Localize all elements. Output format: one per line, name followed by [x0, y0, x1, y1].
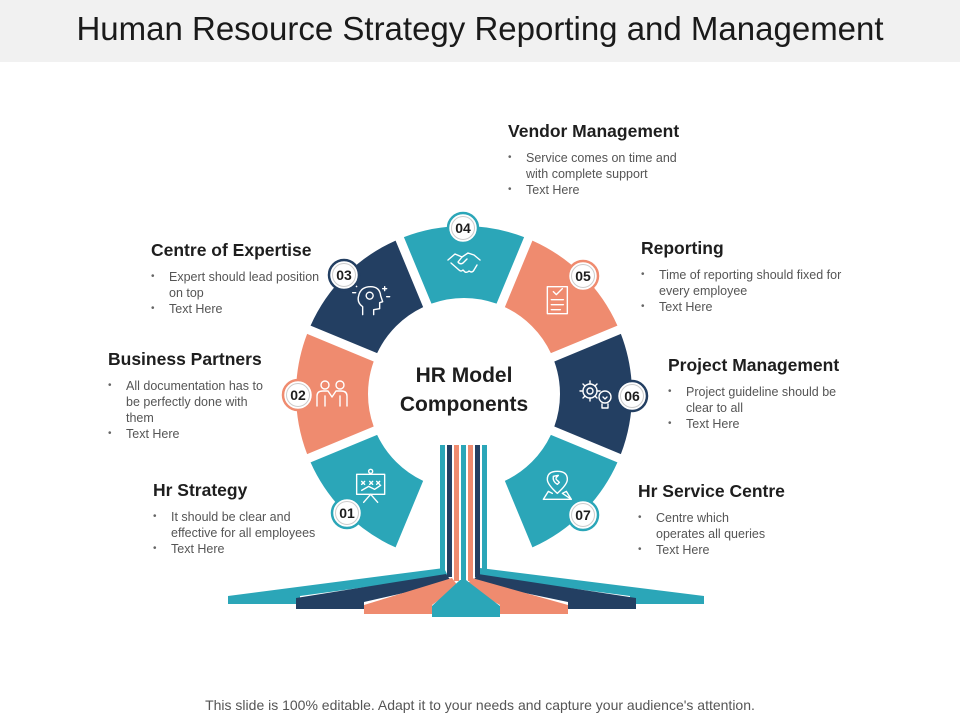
bullet-item: Text Here [668, 416, 844, 432]
slide-title: Human Resource Strategy Reporting and Ma… [76, 10, 884, 47]
stem-line [454, 445, 459, 581]
segment-04: 04 [403, 211, 525, 304]
number-badge-ring [620, 384, 644, 408]
number-badge-ring [335, 501, 359, 525]
center-layer: HR Model Components [400, 364, 528, 416]
report-document-icon [546, 285, 569, 315]
text-block-06: Project ManagementProject guideline shou… [668, 355, 918, 432]
stem-line [482, 445, 487, 573]
segment-06: 06 [554, 333, 649, 455]
number-badge [566, 259, 600, 293]
number-badge-ring [571, 264, 595, 288]
bullet-item: Expert should lead position on top [151, 269, 322, 301]
number-badge [615, 379, 649, 413]
base-teal-left [228, 568, 448, 604]
bullet-item: Text Here [641, 299, 842, 315]
bullet-item: It should be clear and effective for all… [153, 509, 329, 541]
bullet-list: Service comes on time and with complete … [508, 150, 694, 198]
text-block-04: Vendor ManagementService comes on time a… [508, 121, 758, 198]
number-badge-ring [332, 263, 356, 287]
segment-02: 02 [281, 333, 374, 455]
bullet-item: Centre which operates all queries [638, 510, 774, 542]
segment-shape [504, 240, 618, 354]
bullet-item: Text Here [638, 542, 774, 558]
bullet-item: Service comes on time and with complete … [508, 150, 694, 182]
segment-05: 05 [504, 240, 618, 354]
block-heading: Hr Strategy [153, 480, 248, 500]
bullet-item: All documentation has to be perfectly do… [108, 378, 269, 426]
number-badge [327, 258, 361, 292]
stem-line [468, 445, 473, 581]
segment-03: 03 [310, 240, 424, 354]
number-badge [446, 211, 480, 245]
block-heading: Vendor Management [508, 121, 680, 141]
segment-shape [296, 333, 374, 455]
block-heading: Reporting [641, 238, 724, 258]
gears-bulb-icon [579, 380, 612, 409]
number-badge-ring [451, 216, 475, 240]
base-teal-center [432, 580, 500, 617]
text-block-03: Centre of ExpertiseExpert should lead po… [151, 240, 401, 317]
block-heading: Hr Service Centre [638, 481, 785, 501]
bullet-list: Centre which operates all queriesText He… [638, 510, 774, 558]
center-label-line2: Components [400, 393, 528, 416]
base-teal-right [476, 568, 704, 604]
bullet-item: Time of reporting should fixed for every… [641, 267, 842, 299]
block-heading: Business Partners [108, 349, 262, 369]
center-label-line1: HR Model [416, 364, 513, 387]
segment-shape [403, 226, 525, 304]
number-badge-label: 07 [575, 507, 591, 523]
bullet-list: It should be clear and effective for all… [153, 509, 329, 557]
number-badge-label: 06 [624, 388, 640, 404]
bullet-list: All documentation has to be perfectly do… [108, 378, 269, 442]
text-block-01: Hr Strategy It should be clear and effect… [153, 480, 403, 557]
segment-shape [310, 434, 424, 548]
bullet-item: Text Here [108, 426, 269, 442]
bullet-item: Text Here [153, 541, 329, 557]
block-heading: Centre of Expertise [151, 240, 312, 260]
number-badge-label: 02 [290, 387, 306, 403]
base-salmon-left [364, 578, 458, 614]
number-badge-ring [286, 383, 310, 407]
base-layer [228, 445, 704, 617]
text-block-02: Business PartnersAll documentation has t… [108, 349, 358, 442]
title-bar [0, 0, 960, 62]
bullet-item: Project guideline should be clear to all [668, 384, 844, 416]
number-badge-label: 05 [575, 268, 591, 284]
base-navy-left [296, 574, 452, 609]
block-heading: Project Management [668, 355, 840, 375]
footer-note: This slide is 100% editable. Adapt it to… [205, 697, 755, 713]
number-badge [281, 378, 315, 412]
number-badge [330, 496, 364, 530]
stem-line [461, 445, 466, 583]
location-phone-icon [542, 470, 573, 501]
segment-07: 07 [504, 434, 618, 548]
number-badge-label: 03 [336, 267, 352, 283]
stem-line [447, 445, 452, 577]
bullet-item: Text Here [508, 182, 694, 198]
base-navy-right [472, 574, 636, 609]
bullet-item: Text Here [151, 301, 322, 317]
number-badge-label: 04 [455, 220, 471, 236]
stem-line [475, 445, 480, 577]
expert-head-icon [351, 283, 391, 316]
presentation-board-icon [355, 468, 386, 504]
number-badge-ring [571, 503, 595, 527]
base-salmon-right [466, 578, 568, 614]
segment-01: 01 [310, 434, 424, 548]
segment-shape [504, 434, 618, 548]
number-badge [566, 498, 600, 532]
bullet-list: Time of reporting should fixed for every… [641, 267, 842, 315]
handshake-icon [447, 252, 481, 274]
partners-icon [316, 380, 348, 407]
segments-layer: 01 02 03 04 05 06 07 [281, 211, 649, 548]
bullet-list: Expert should lead position on topText H… [151, 269, 322, 317]
bullet-list: Project guideline should be clear to all… [668, 384, 844, 432]
stem-line [440, 445, 445, 573]
segment-shape [554, 333, 632, 455]
text-block-07: Hr Service CentreCentre which operates a… [638, 481, 888, 558]
text-block-05: ReportingTime of reporting should fixed … [641, 238, 891, 315]
number-badge-label: 01 [339, 505, 355, 521]
